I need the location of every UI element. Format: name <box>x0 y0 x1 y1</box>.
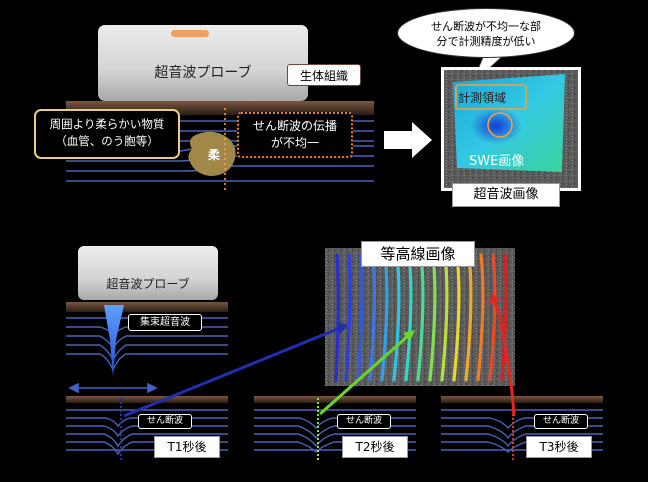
shear-label-2: せん断波 <box>337 414 391 429</box>
bottom-probe-label: 超音波プローブ <box>106 277 190 291</box>
propagation-box: せん断波の伝播 が不均一 <box>237 112 353 158</box>
focused-label: 集束超音波 <box>128 314 202 331</box>
top-probe <box>98 25 308 101</box>
swe-label: SWE画像 <box>469 154 525 169</box>
shear-label-1: せん断波 <box>138 414 192 429</box>
focused-beam <box>104 305 124 378</box>
contour-title: 等高線画像 <box>361 241 475 267</box>
probe-orange-tip <box>171 30 209 37</box>
us-image-label: 超音波画像 <box>452 183 560 207</box>
right-arrow <box>384 122 432 158</box>
tissue-label: 生体組織 <box>287 64 361 86</box>
t3-label: T3秒後 <box>526 436 592 458</box>
time-panel-1 <box>66 396 228 462</box>
measure-region-label: 計測領域 <box>458 91 507 105</box>
shear-label-3: せん断波 <box>534 414 588 429</box>
measure-circle <box>487 112 513 138</box>
speech-bubble: せん断波が不均一な部 分で計測精度が低い <box>397 8 575 58</box>
blue-arrow <box>123 322 348 418</box>
green-arrow <box>319 330 415 416</box>
soft-char: 柔 <box>208 148 221 162</box>
time-panel-3 <box>441 396 603 462</box>
us-image-panel <box>441 67 581 191</box>
probe-label: 超音波プローブ <box>154 65 252 81</box>
contour-image <box>325 248 515 386</box>
soft-tissue-box: 周囲より柔らかい物質 （血管、のう胞等） <box>34 109 180 159</box>
t1-label: T1秒後 <box>154 436 220 458</box>
bottom-probe <box>66 246 228 394</box>
red-arrow <box>490 292 516 417</box>
soft-material-blob <box>188 131 236 176</box>
t2-label: T2秒後 <box>342 436 408 458</box>
